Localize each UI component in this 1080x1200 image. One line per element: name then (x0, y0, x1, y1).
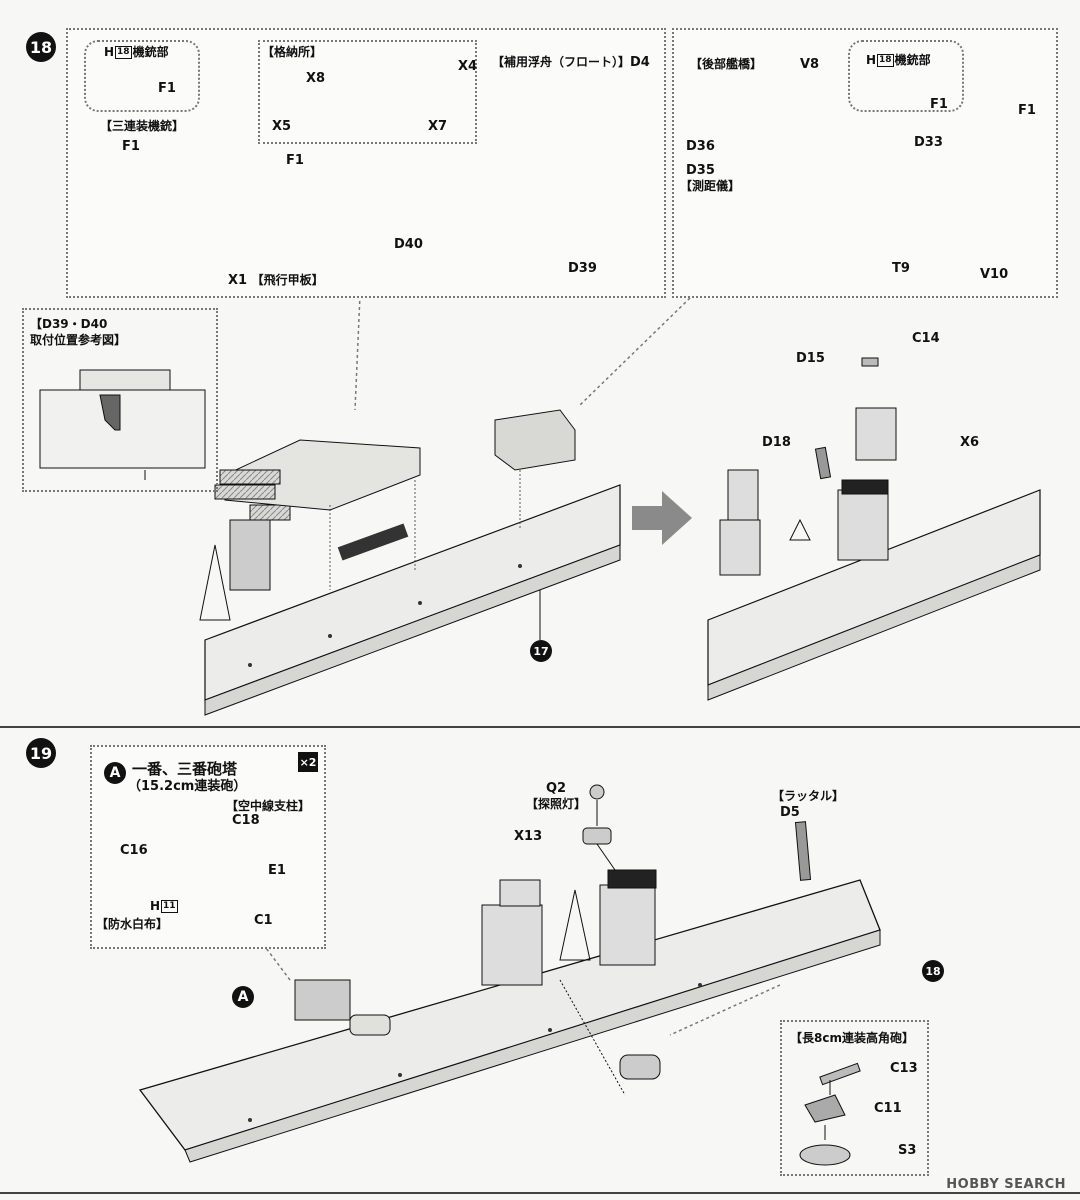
turret-title: 一番、三番砲塔 (132, 760, 238, 778)
quantity-badge: ×2 (298, 752, 318, 772)
h-ref-number: 11 (161, 900, 178, 913)
part-f1-c: F1 (1018, 103, 1036, 118)
step18-flight-deck-box (66, 28, 666, 298)
part-v10: V10 (980, 267, 1009, 282)
step-divider-bottom (0, 1192, 1080, 1194)
storage-label: 【格納所】 (262, 45, 323, 59)
d39-d40-reference-drawing (39, 369, 206, 480)
h-ref-text: 機銃部 (132, 45, 169, 59)
step18-aft-bridge-box (672, 28, 1058, 298)
part-c14: C14 (912, 331, 940, 346)
part-d4: D4 (630, 55, 650, 70)
step19-turret-box (90, 745, 326, 949)
part-c11: C11 (874, 1101, 902, 1116)
part-d18: D18 (762, 435, 791, 450)
arrow-step18 (632, 491, 692, 545)
aft-bridge-label: 【後部艦橋】 (690, 57, 763, 71)
aa-gun-label: 【長8cm連装高角砲】 (790, 1031, 914, 1045)
part-f1-a: F1 (122, 139, 140, 154)
aa-gun-detail-drawing (799, 1062, 861, 1166)
turret-marker-a: A (104, 762, 126, 784)
part-d39: D39 (568, 261, 597, 276)
part-x1-code: X1 (228, 273, 248, 288)
h-ref-letter: H (104, 45, 115, 59)
step-number-18: 18 (26, 32, 56, 62)
canvas-label: 【防水白布】 (96, 917, 169, 931)
part-x1: X1 【飛行甲板】 (228, 274, 324, 287)
h-ref-text: 機銃部 (894, 53, 931, 67)
h-ref-number: 18 (115, 46, 132, 59)
part-s3: S3 (898, 1143, 917, 1158)
part-d15: D15 (796, 351, 825, 366)
turret-subtitle: （15.2cm連装砲） (128, 779, 247, 794)
part-f1-insert-right: F1 (930, 97, 948, 112)
step-divider (0, 726, 1080, 728)
reference-title: 【D39・D40 (30, 317, 108, 331)
ladder-label: 【ラッタル】 (772, 789, 845, 803)
part-c13: C13 (890, 1061, 918, 1076)
h18-mg-insert-right (848, 40, 964, 112)
part-e1: E1 (268, 863, 286, 878)
sub-step-marker-17: 17 (530, 640, 552, 662)
searchlight-label: 【探照灯】 (526, 797, 587, 811)
triple-mg-label: 【三連装機銃】 (100, 119, 185, 133)
part-d5: D5 (780, 805, 800, 820)
part-v8: V8 (800, 57, 820, 72)
part-x13: X13 (514, 829, 543, 844)
step-number-19: 19 (26, 738, 56, 768)
h-ref-letter: H (150, 899, 161, 913)
part-d40: D40 (394, 237, 423, 252)
part-f1-insert-left: F1 (158, 81, 176, 96)
part-d36: D36 (686, 139, 715, 154)
h-ref-letter: H (866, 53, 877, 67)
part-c18: C18 (232, 813, 260, 828)
turret-marker-a-on-hull: A (232, 986, 254, 1008)
step19-aa-gun-box (780, 1020, 929, 1176)
part-f1-b: F1 (286, 153, 304, 168)
part-c1: C1 (254, 913, 273, 928)
part-x5: X5 (272, 119, 292, 134)
h18-mg-insert-left (84, 40, 200, 112)
ship-hull-step18-right (707, 357, 1041, 701)
storage-insert (258, 40, 477, 144)
float-label: 【補用浮舟（フロート）】 (492, 55, 631, 69)
sub-step-marker-18: 18 (922, 960, 944, 982)
part-x4: X4 (458, 59, 478, 74)
watermark: HOBBY SEARCH (946, 1177, 1066, 1192)
part-c16: C16 (120, 843, 148, 858)
h-ref-number: 18 (877, 54, 894, 67)
reference-title-2: 取付位置参考図】 (30, 333, 127, 347)
part-q2: Q2 (546, 781, 567, 796)
flight-deck-label: 【飛行甲板】 (251, 273, 324, 287)
step18-reference-box (22, 308, 218, 492)
part-t9: T9 (892, 261, 910, 276)
part-d35: D35 (686, 163, 715, 178)
rangefinder-label: 【測距儀】 (680, 179, 741, 193)
ship-hull-step18-left (199, 409, 621, 716)
part-x8: X8 (306, 71, 326, 86)
part-x7: X7 (428, 119, 448, 134)
part-x6: X6 (960, 435, 980, 450)
antenna-label: 【空中線支柱】 (226, 799, 311, 813)
ship-hull-step19 (138, 784, 881, 1163)
part-d33: D33 (914, 135, 943, 150)
